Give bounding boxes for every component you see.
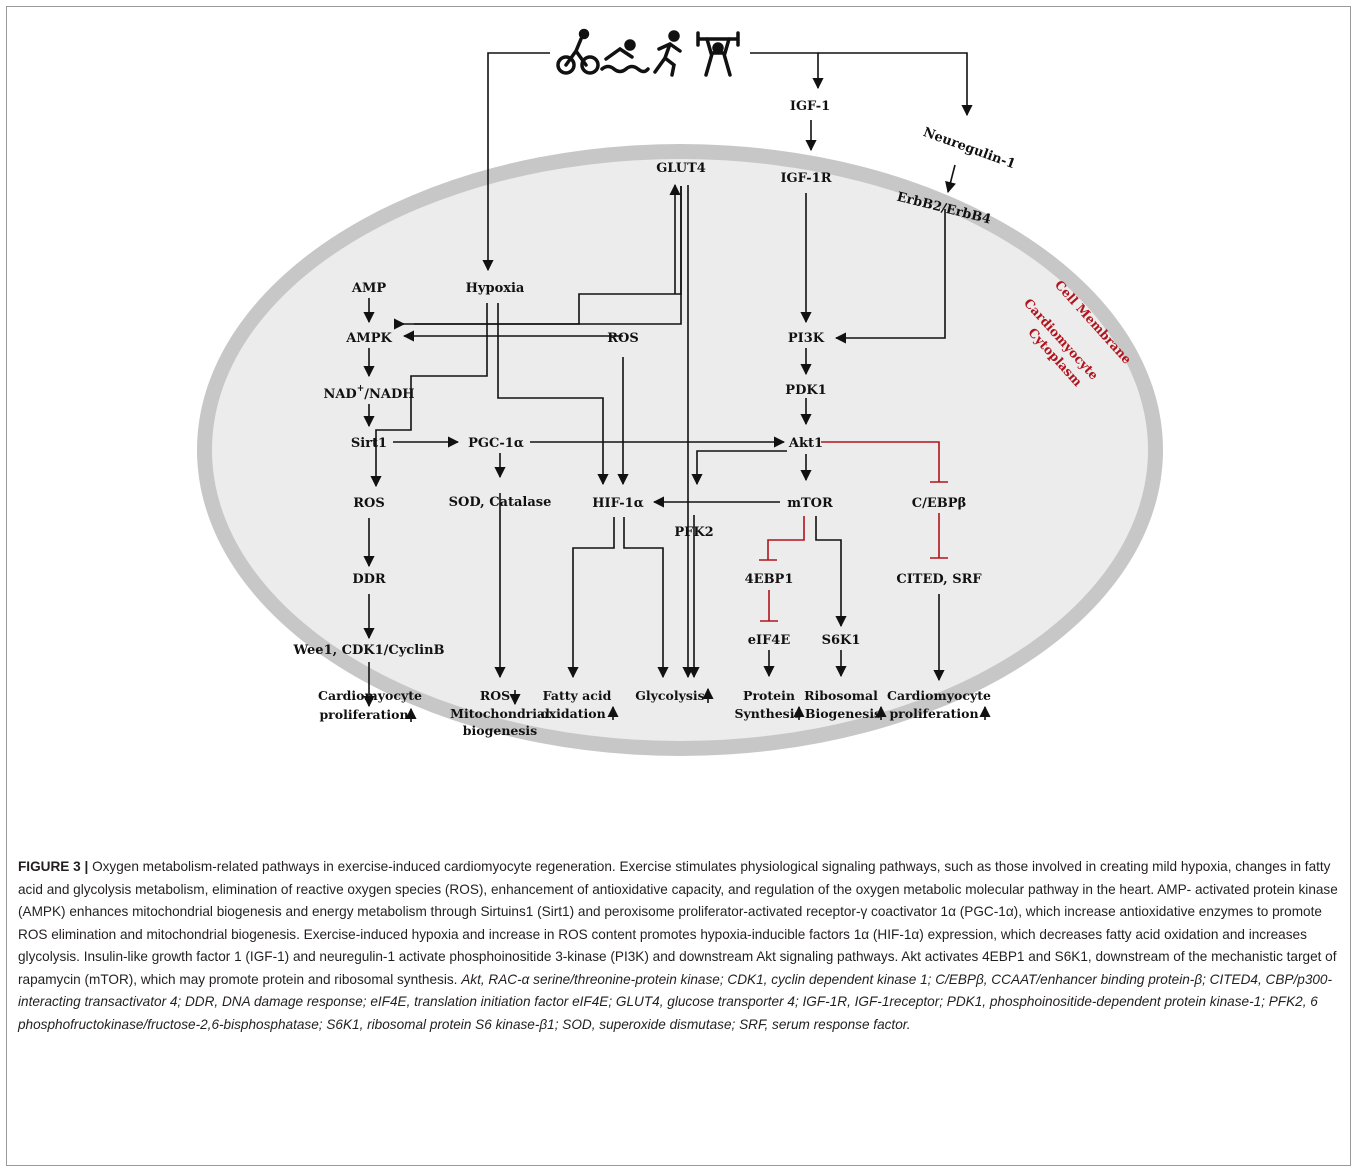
swimming-icon — [600, 39, 650, 74]
node-wee1: Wee1, CDK1/CyclinB — [292, 643, 444, 658]
pathway-arrows — [363, 52, 973, 708]
igf1r-label: IGF-1R — [780, 171, 831, 186]
figure-frame — [6, 6, 1351, 1166]
igf1-label: IGF-1 — [790, 99, 830, 114]
cytoplasm — [212, 159, 1148, 741]
inhibition-lines — [759, 441, 948, 622]
node-mtor: mTOR — [787, 496, 833, 511]
caption-label: FIGURE 3 | — [18, 859, 89, 874]
cycling-icon — [556, 28, 600, 75]
node-pi3k: PI3K — [788, 331, 825, 346]
output-ros: ROS — [480, 688, 510, 703]
output-fa-2: oxidation — [540, 706, 605, 721]
caption-abbreviations: Akt, RAC-α serine/threonine-protein kina… — [18, 971, 1333, 1032]
node-akt1: Akt1 — [788, 436, 823, 451]
output-ribo-2: Biogenesis — [805, 706, 881, 721]
node-cebpb: C/EBPβ — [912, 496, 966, 511]
neuregulin-label: Neuregulin-1 — [921, 125, 1017, 172]
node-pfk2: PFK2 — [674, 525, 713, 540]
weightlifting-icon — [696, 31, 740, 77]
pathway-diagram: IGF-1 Neuregulin-1 GLUT4 IGF-1R ErbB2/Er… — [197, 28, 1163, 756]
node-cited-srf: CITED, SRF — [896, 572, 982, 587]
output-protein-1: Protein — [743, 688, 795, 703]
glut4-label: GLUT4 — [656, 161, 706, 176]
output-prolif-left-1: Cardiomyocyte — [318, 688, 422, 703]
node-ros-mid: ROS — [607, 331, 639, 346]
output-ribo-1: Ribosomal — [804, 688, 878, 703]
node-hypoxia: Hypoxia — [466, 281, 525, 296]
node-sirt1: Sirt1 — [351, 436, 387, 451]
node-nad: NAD+/NADH — [323, 384, 414, 402]
output-glycolysis: Glycolysis — [635, 688, 704, 703]
node-hif1a: HIF-1α — [592, 496, 643, 511]
output-prolif-right-1: Cardiomyocyte — [887, 688, 991, 703]
node-ddr: DDR — [352, 572, 386, 587]
caption-text: Oxygen metabolism-related pathways in ex… — [18, 859, 1338, 987]
output-protein-2: Synthesis — [734, 706, 801, 721]
output-prolif-left-2: proliferation — [319, 707, 408, 722]
node-s6k1: S6K1 — [822, 633, 861, 648]
output-mito-2: biogenesis — [463, 723, 537, 738]
node-amp: AMP — [351, 281, 386, 296]
node-eif4e: eIF4E — [748, 633, 791, 648]
node-pgc1a: PGC-1α — [468, 436, 524, 451]
node-ampk: AMPK — [345, 331, 392, 346]
output-prolif-right-2: proliferation — [889, 706, 978, 721]
output-mito-1: Mitochondrial — [450, 706, 550, 721]
running-icon — [653, 30, 682, 77]
node-4ebp1: 4EBP1 — [745, 572, 794, 587]
output-fa-1: Fatty acid — [543, 688, 612, 703]
node-sod-catalase: SOD, Catalase — [449, 495, 552, 510]
figure-caption: FIGURE 3 | Oxygen metabolism-related pat… — [18, 856, 1340, 1036]
node-ros-left: ROS — [353, 496, 385, 511]
node-pdk1: PDK1 — [785, 383, 826, 398]
